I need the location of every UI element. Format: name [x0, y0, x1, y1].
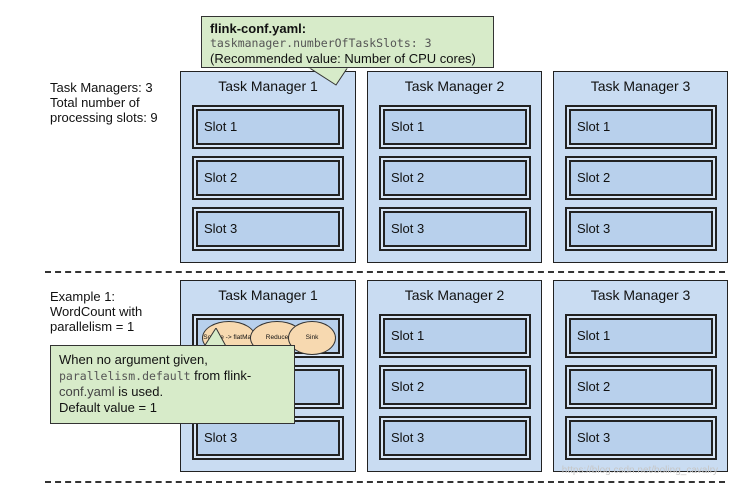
callout-text: from flink-	[190, 368, 252, 383]
bottom-callout-pointer	[201, 328, 229, 350]
top-callout: flink-conf.yaml: taskmanager.numberOfTas…	[201, 16, 494, 68]
slot-label: Slot 2	[391, 379, 425, 394]
top-callout-title: flink-conf.yaml:	[210, 21, 307, 36]
task-manager-title: Task Manager 3	[590, 78, 691, 94]
callout-line: Default value = 1	[59, 400, 157, 415]
section1-label-line: Task Managers: 3	[50, 80, 153, 95]
task-manager-title: Task Manager 1	[218, 287, 318, 303]
slot-box: Slot 3	[379, 207, 531, 251]
slot-box: Slot 1	[379, 105, 531, 149]
section-divider	[45, 481, 725, 483]
operator-sink: Sink	[288, 321, 336, 355]
callout-line: parallelism.default from flink-	[59, 368, 286, 384]
slot-box: Slot 2	[379, 156, 531, 200]
section-divider	[45, 271, 725, 273]
callout-line: conf.yaml is used.	[59, 384, 286, 400]
section2-label-line: WordCount with	[50, 304, 143, 319]
slot-box: Slot 2	[379, 365, 531, 409]
slot-box: Slot 2	[565, 365, 717, 409]
slot-label: Slot 1	[577, 328, 611, 343]
slot-label: Slot 2	[204, 170, 238, 185]
slot-box: Slot 1	[565, 314, 717, 358]
slot-box: Slot 2	[192, 156, 344, 200]
slot-label: Slot 3	[204, 221, 238, 236]
slot-label: Slot 1	[391, 328, 425, 343]
task-manager-title: Task Manager 3	[590, 287, 691, 303]
slot-box: Slot 2	[565, 156, 717, 200]
task-manager-1-box: Task Manager 1 Slot 1 Slot 2 Slot 3	[180, 71, 356, 263]
slot-box: Slot 1	[379, 314, 531, 358]
slot-box: Slot 1	[565, 105, 717, 149]
slot-box: Slot 1	[192, 105, 344, 149]
task-manager-2-box: Task Manager 2 Slot 1 Slot 2 Slot 3	[367, 280, 542, 472]
slot-label: Slot 1	[204, 119, 238, 134]
callout-mono-key: parallelism.default	[59, 369, 191, 383]
callout-line: When no argument given,	[59, 352, 208, 367]
callout-text: conf.yaml	[59, 384, 115, 399]
section2-label-line: Example 1:	[50, 289, 116, 304]
callout-text: is used.	[114, 384, 164, 399]
task-manager-2-box: Task Manager 2 Slot 1 Slot 2 Slot 3	[367, 71, 542, 263]
slot-label: Slot 3	[391, 430, 425, 445]
task-manager-3-box: Task Manager 3 Slot 1 Slot 2 Slot 3	[553, 280, 728, 472]
slot-label: Slot 2	[391, 170, 425, 185]
slot-label: Slot 3	[391, 221, 425, 236]
watermark: https://blog.csdn.net/boling_cavalry	[561, 465, 718, 476]
task-manager-title: Task Manager 2	[404, 287, 505, 303]
section1-label: Task Managers: 3 Total number of process…	[50, 80, 158, 125]
slot-label: Slot 1	[577, 119, 611, 134]
slot-box: Slot 3	[565, 416, 717, 460]
slot-box: Slot 3	[192, 207, 344, 251]
slot-label: Slot 3	[204, 430, 238, 445]
slot-box: Slot 3	[379, 416, 531, 460]
section1-label-line: Total number of	[50, 95, 140, 110]
task-manager-3-box: Task Manager 3 Slot 1 Slot 2 Slot 3	[553, 71, 728, 263]
section1-label-line: processing slots: 9	[50, 110, 158, 125]
slot-box: Slot 3	[565, 207, 717, 251]
slot-label: Slot 2	[577, 170, 611, 185]
top-callout-config-line: taskmanager.numberOfTaskSlots: 3	[210, 36, 432, 50]
section2-label: Example 1: WordCount with parallelism = …	[50, 289, 142, 334]
slot-label: Slot 1	[391, 119, 425, 134]
slot-label: Slot 2	[577, 379, 611, 394]
top-callout-note: (Recommended value: Number of CPU cores)	[210, 51, 476, 66]
default-parallelism-callout: When no argument given, parallelism.defa…	[50, 345, 295, 424]
section2-label-line: parallelism = 1	[50, 319, 135, 334]
task-manager-title: Task Manager 2	[404, 78, 505, 94]
slot-label: Slot 3	[577, 430, 611, 445]
top-callout-pointer	[308, 67, 349, 86]
slot-label: Slot 3	[577, 221, 611, 236]
task-manager-title: Task Manager 1	[218, 78, 318, 94]
